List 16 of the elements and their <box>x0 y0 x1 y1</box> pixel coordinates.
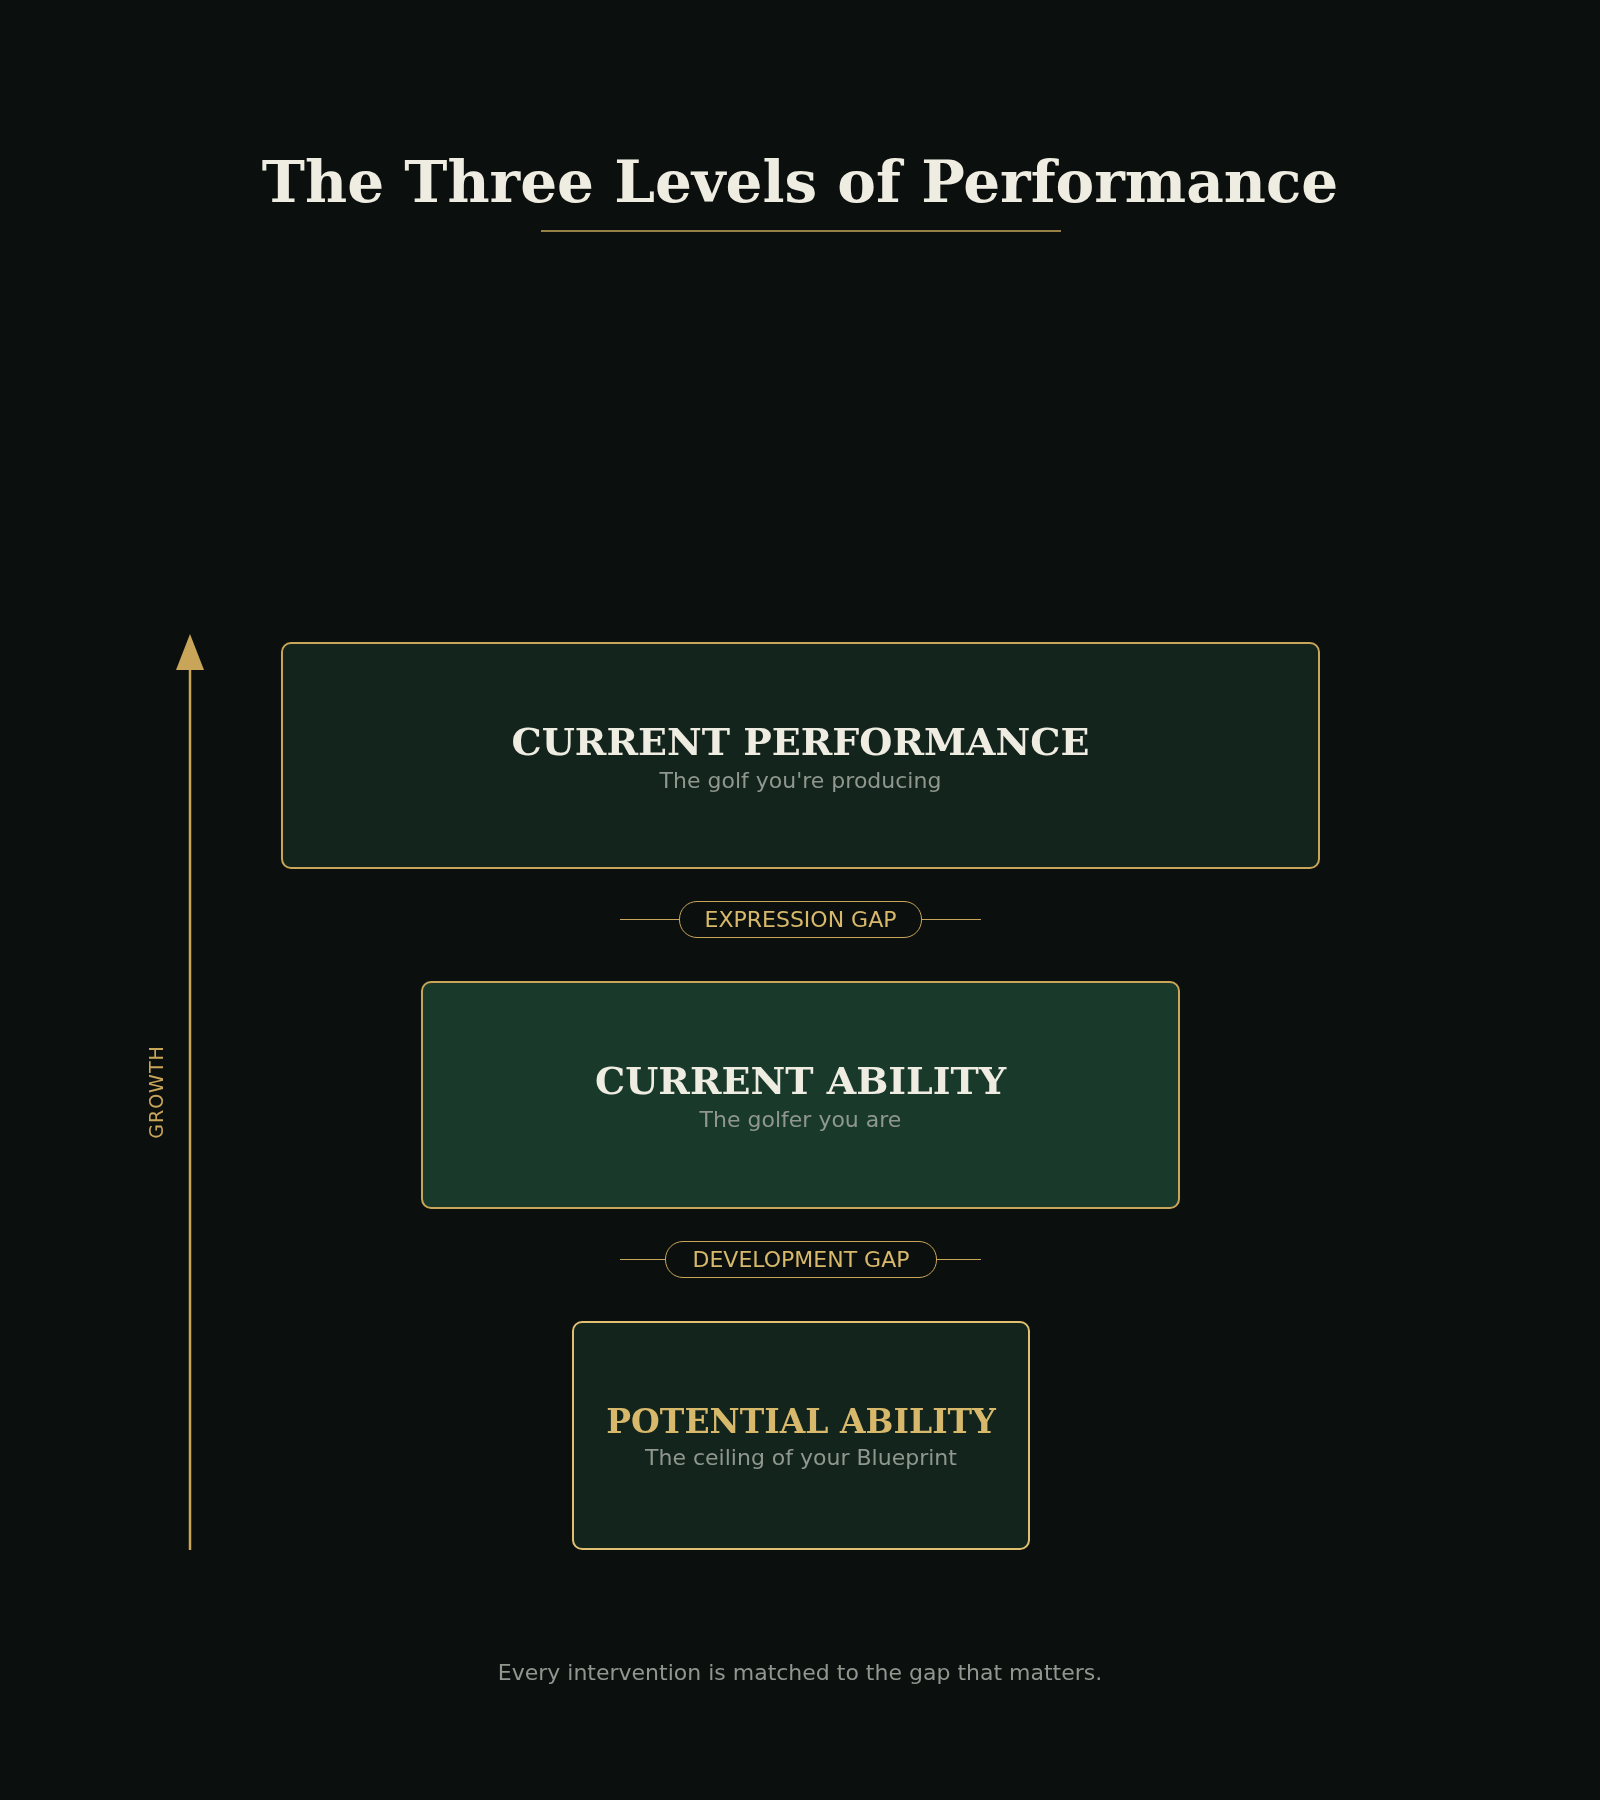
level-description: The ceiling of your Blueprint <box>645 1444 957 1470</box>
level-box <box>572 1321 1030 1550</box>
caption: Every intervention is matched to the gap that matters. <box>496 1660 1104 1685</box>
gap-pill <box>679 901 922 938</box>
level-heading: CURRENT PERFORMANCE <box>511 718 1090 764</box>
level-description: The golfer you are <box>699 1107 902 1132</box>
level-description: The golf you're producing <box>659 767 942 793</box>
axis-label: GROWTH <box>145 1044 167 1141</box>
level-box <box>421 981 1180 1209</box>
level-heading: CURRENT ABILITY <box>595 1058 1006 1103</box>
level-heading: POTENTIAL ABILITY <box>606 1401 996 1441</box>
title: The Three Levels of Performance <box>260 148 1340 216</box>
gap-pill <box>665 1241 937 1278</box>
gap-label: EXPRESSION GAP <box>704 907 897 932</box>
gap-label: DEVELOPMENT GAP <box>692 1247 910 1272</box>
level-box <box>281 642 1320 869</box>
